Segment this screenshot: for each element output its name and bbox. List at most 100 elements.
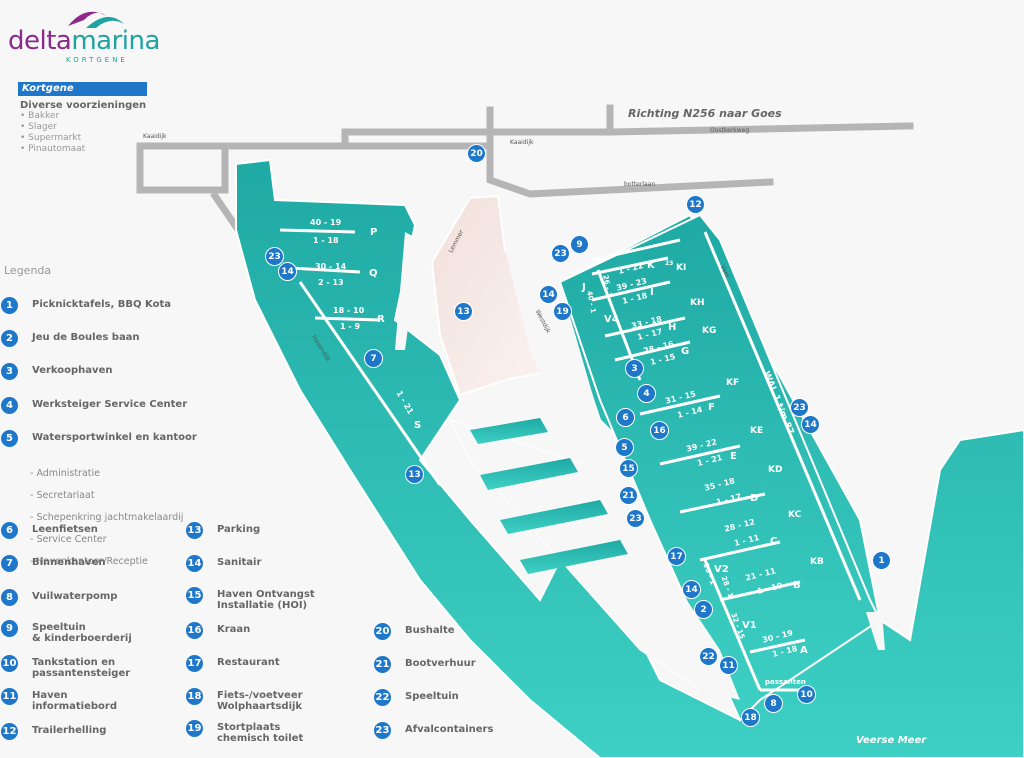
map-marker-restaurant[interactable]: 17 bbox=[667, 547, 686, 566]
pier-a-letter: A bbox=[800, 645, 808, 656]
legend-label: Trailerhelling bbox=[32, 725, 107, 736]
pier-p-bottom: 1 - 18 bbox=[313, 236, 339, 245]
map-marker-hoi[interactable]: 15 bbox=[619, 459, 638, 478]
map-marker-afvalcontainers[interactable]: 23 bbox=[551, 244, 570, 263]
legend-item: 18 Fiets-/voetveer Wolphaartsdijk bbox=[186, 688, 303, 712]
legend-item: 19 Stortplaats chemisch toilet bbox=[186, 720, 303, 744]
map-marker-stortplaats[interactable]: 19 bbox=[553, 302, 572, 321]
legend-number: 14 bbox=[186, 555, 203, 572]
pier-c-letter: C bbox=[770, 536, 778, 547]
map-marker-binnenhaven[interactable]: 7 bbox=[364, 349, 383, 368]
legend-item: 12 Trailerhelling bbox=[1, 723, 106, 740]
pier-j-letter: J bbox=[582, 282, 586, 293]
legend-sub-item: - Service Center bbox=[30, 534, 107, 545]
pier-r-bottom: 1 - 9 bbox=[340, 322, 361, 331]
legend-number: 19 bbox=[186, 720, 203, 737]
pier-kh-label: KH bbox=[690, 298, 705, 308]
map-marker-sanitair[interactable]: 14 bbox=[539, 285, 558, 304]
pier-p-letter: P bbox=[370, 227, 378, 238]
map-marker-sanitair[interactable]: 14 bbox=[682, 580, 701, 599]
map-marker-kraan[interactable]: 16 bbox=[650, 421, 669, 440]
legend-sub-item: - Secretariaat bbox=[30, 490, 95, 501]
map-marker-speeltuin[interactable]: 22 bbox=[699, 647, 718, 666]
west-piers bbox=[279, 228, 442, 486]
legend-number: 22 bbox=[374, 689, 391, 706]
legend-label: Vuilwaterpomp bbox=[32, 591, 118, 602]
road-label-oostkerkweg: Oostkerkweg bbox=[710, 127, 750, 134]
map-marker-bushalte[interactable]: 20 bbox=[467, 144, 486, 163]
direction-label: Richting N256 naar Goes bbox=[628, 107, 782, 120]
legend-number: 12 bbox=[1, 723, 18, 740]
pier-v4-letter: V4 bbox=[604, 314, 619, 325]
pier-p-top: 40 - 19 bbox=[310, 218, 342, 227]
map-marker-speeltuin[interactable]: 9 bbox=[570, 235, 589, 254]
pier-k-side: 23 bbox=[665, 260, 674, 267]
pier-b-letter: B bbox=[793, 580, 801, 591]
legend-number: 10 bbox=[1, 655, 18, 672]
passanten-label: passanten bbox=[765, 678, 806, 686]
map-marker-picknick[interactable]: 1 bbox=[872, 551, 891, 570]
map-marker-afvalcontainers[interactable]: 23 bbox=[626, 509, 645, 528]
map-marker-afvalcontainers[interactable]: 23 bbox=[265, 247, 284, 266]
facility-item: • Pinautomaat bbox=[20, 144, 86, 154]
pier-s-letter: S bbox=[414, 420, 422, 431]
legend-number: 21 bbox=[374, 656, 391, 673]
legend-number: 17 bbox=[186, 655, 203, 672]
map-marker-leenfietsen[interactable]: 6 bbox=[616, 408, 635, 427]
pier-kd-label: KD bbox=[768, 465, 783, 475]
legend-label: Sanitair bbox=[217, 557, 262, 568]
pier-k-letter: K bbox=[647, 260, 655, 271]
map-marker-sanitair[interactable]: 14 bbox=[278, 262, 297, 281]
legend-number: 23 bbox=[374, 722, 391, 739]
map-marker-informatiebord[interactable]: 11 bbox=[719, 656, 738, 675]
road-label-kaaidijk: Kaaidijk bbox=[143, 133, 167, 140]
legend-label: Picknicktafels, BBQ Kota bbox=[32, 299, 171, 310]
legend-item: 3 Verkoophaven bbox=[1, 363, 112, 380]
legend-item: 7 Binnenhaven bbox=[1, 555, 105, 572]
facility-item: • Slager bbox=[20, 122, 57, 132]
map-marker-afvalcontainers[interactable]: 23 bbox=[790, 398, 809, 417]
legend-number: 7 bbox=[1, 555, 18, 572]
pier-kc-label: KC bbox=[788, 510, 802, 520]
legend-label: Watersportwinkel en kantoor bbox=[32, 432, 197, 443]
legend-number: 3 bbox=[1, 363, 18, 380]
legend-label: Speeltuin bbox=[405, 691, 459, 702]
legend-number: 2 bbox=[1, 330, 18, 347]
east-piers bbox=[591, 231, 862, 692]
map-marker-bootverhuur[interactable]: 21 bbox=[619, 486, 638, 505]
legend-label: Stortplaats chemisch toilet bbox=[217, 722, 304, 744]
pier-h-letter: H bbox=[668, 322, 677, 333]
brand-logo: deltamarina KORTGENE bbox=[8, 4, 178, 64]
map-marker-trailerhelling[interactable]: 12 bbox=[686, 195, 705, 214]
legend-label: Speeltuin & kinderboerderij bbox=[32, 622, 132, 644]
legend-item: 22 Speeltuin bbox=[374, 689, 459, 706]
map-marker-parking[interactable]: 13 bbox=[454, 302, 473, 321]
pier-ke-label: KE bbox=[750, 426, 764, 436]
map-marker-werksteiger[interactable]: 4 bbox=[637, 384, 656, 403]
map-marker-fietsveer[interactable]: 18 bbox=[741, 708, 760, 727]
legend-label: Haven informatiebord bbox=[32, 690, 117, 712]
map-marker-vuilwaterpomp[interactable]: 8 bbox=[764, 694, 783, 713]
road-label-kaaidijk-2: Kaaidijk bbox=[510, 139, 534, 146]
lake-label: Veerse Meer bbox=[856, 735, 927, 746]
legend-label: Parking bbox=[217, 524, 261, 535]
legend-label: Fiets-/voetveer Wolphaartsdijk bbox=[217, 690, 303, 712]
legend-label: Verkoophaven bbox=[32, 365, 113, 376]
pier-q-top: 30 - 14 bbox=[315, 262, 347, 271]
map-marker-sanitair[interactable]: 14 bbox=[801, 415, 820, 434]
legend-item: 5 Watersportwinkel en kantoor - Administ… bbox=[1, 430, 197, 589]
map-marker-jeu-de-boules[interactable]: 2 bbox=[694, 600, 713, 619]
map-marker-verkoophaven[interactable]: 3 bbox=[625, 359, 644, 378]
legend-label: Binnenhaven bbox=[32, 557, 106, 568]
legend-sub-item: - Schepenkring jachtmakelaardij bbox=[30, 512, 184, 523]
map-marker-watersportwinkel[interactable]: 5 bbox=[615, 438, 634, 457]
map-marker-parking[interactable]: 13 bbox=[405, 465, 424, 484]
map-marker-tankstation[interactable]: 10 bbox=[797, 685, 816, 704]
legend-number: 1 bbox=[1, 297, 18, 314]
legend-number: 18 bbox=[186, 688, 203, 705]
